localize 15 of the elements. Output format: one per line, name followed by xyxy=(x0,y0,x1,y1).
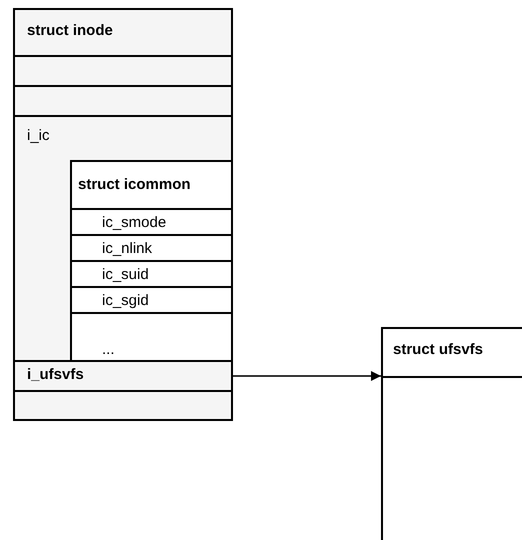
struct-box xyxy=(70,160,231,360)
struct-box xyxy=(381,327,522,540)
field-name: i_ic xyxy=(27,127,50,144)
field-name: i_ufsvfs xyxy=(27,366,84,383)
field-name: ic_suid xyxy=(102,266,149,283)
arrow xyxy=(231,371,381,381)
struct-name: struct ufsvfs xyxy=(383,329,522,378)
field-name: ic_nlink xyxy=(102,240,152,257)
field-name: ic_sgid xyxy=(102,292,149,309)
field-name: ic_smode xyxy=(102,214,166,231)
member-region xyxy=(15,115,231,360)
ellipsis: ... xyxy=(102,341,115,358)
struct-box xyxy=(13,8,233,421)
struct-name: struct icommon xyxy=(77,175,192,195)
struct-name: struct inode xyxy=(26,21,114,41)
